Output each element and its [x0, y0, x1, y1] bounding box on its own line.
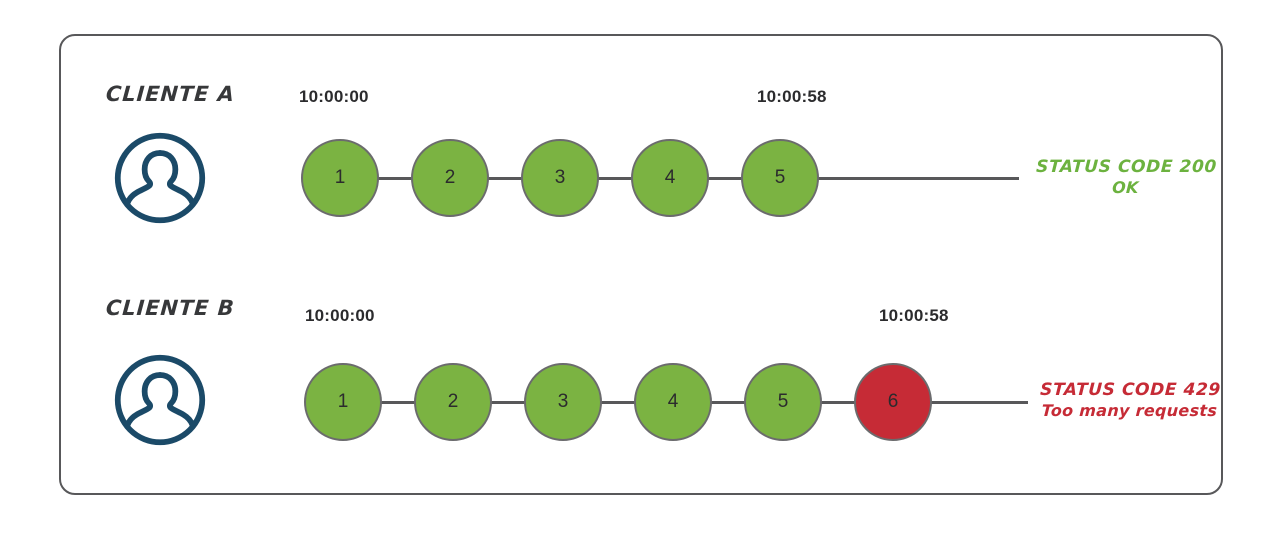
- chain-link: [485, 176, 529, 180]
- chain-link: [375, 176, 419, 180]
- client-a-end-time: 10:00:58: [757, 87, 827, 106]
- user-avatar-icon: [114, 354, 206, 446]
- chain-link: [598, 400, 642, 404]
- request-node[interactable]: 1: [301, 139, 379, 217]
- client-a-request-chain: 1 2 3 4 5: [301, 139, 1021, 217]
- chain-link-tail: [928, 400, 1028, 404]
- request-node-blocked[interactable]: 6: [854, 363, 932, 441]
- chain-link: [818, 400, 862, 404]
- chain-link-tail: [815, 176, 1019, 180]
- chain-link: [708, 400, 752, 404]
- request-node[interactable]: 4: [631, 139, 709, 217]
- chain-link: [595, 176, 639, 180]
- request-node[interactable]: 4: [634, 363, 712, 441]
- client-a-avatar: [112, 130, 208, 230]
- request-node[interactable]: 5: [744, 363, 822, 441]
- request-node[interactable]: 3: [521, 139, 599, 217]
- request-node[interactable]: 3: [524, 363, 602, 441]
- status-message-line: Too many requests: [1041, 401, 1218, 420]
- client-row-a: CLIENTE A 10:00:00 10:00:58 1 2 3 4 5 ST…: [105, 82, 1217, 230]
- request-node[interactable]: 5: [741, 139, 819, 217]
- request-node[interactable]: 1: [304, 363, 382, 441]
- chain-link: [488, 400, 532, 404]
- client-a-start-time: 10:00:00: [299, 87, 369, 106]
- client-b-status: STATUS CODE 429 Too many requests: [1029, 380, 1231, 420]
- user-avatar-icon: [114, 132, 206, 224]
- status-code-line: STATUS CODE 429: [1039, 380, 1222, 400]
- client-b-end-time: 10:00:58: [879, 306, 949, 325]
- client-b-label: CLIENTE B: [105, 296, 236, 320]
- chain-link: [705, 176, 749, 180]
- client-b-start-time: 10:00:00: [305, 306, 375, 325]
- request-node[interactable]: 2: [414, 363, 492, 441]
- client-b-avatar: [112, 352, 208, 452]
- chain-link: [378, 400, 422, 404]
- request-node[interactable]: 2: [411, 139, 489, 217]
- client-b-request-chain: 1 2 3 4 5 6: [304, 363, 1034, 441]
